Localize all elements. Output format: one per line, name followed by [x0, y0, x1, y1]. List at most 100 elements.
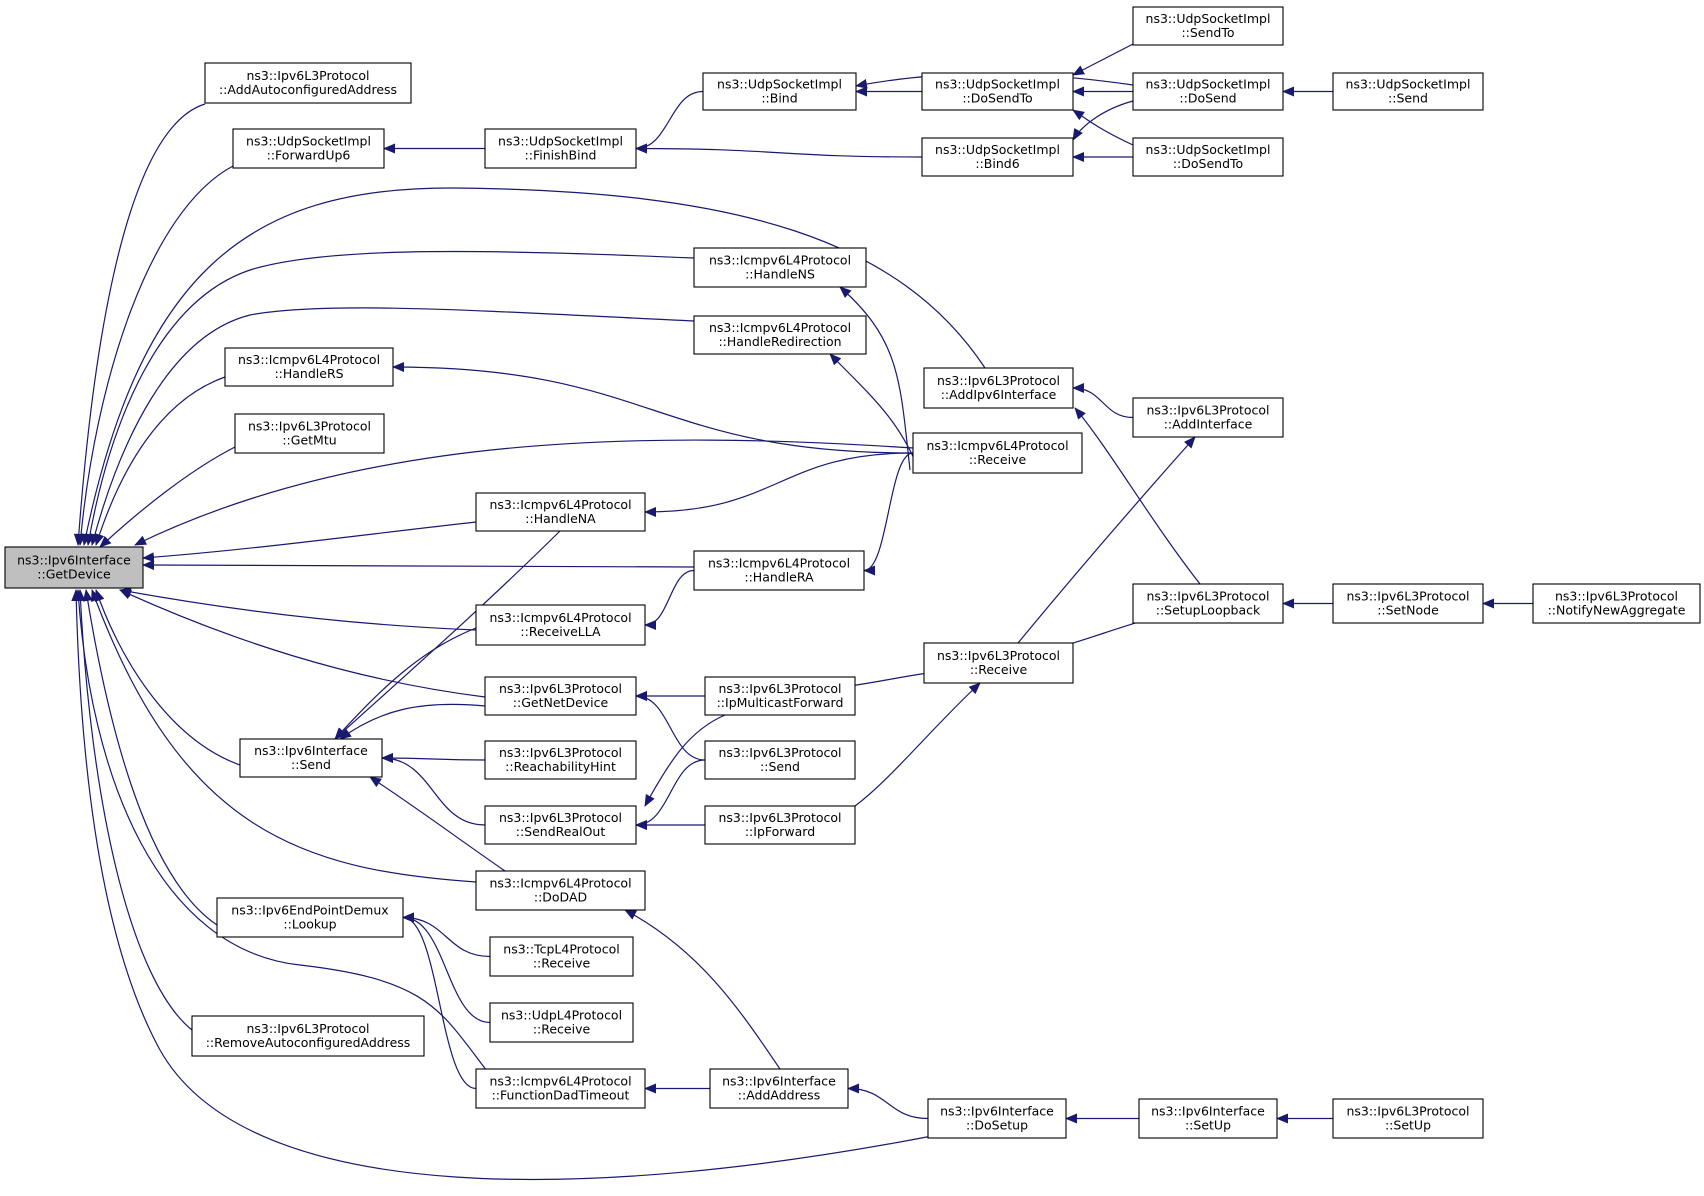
graph-node[interactable]: ns3::UdpSocketImpl::Bind — [702, 72, 857, 111]
graph-node[interactable]: ns3::Ipv6L3Protocol::AddAutoconfiguredAd… — [204, 62, 412, 104]
edge-n34-to-n33 — [402, 912, 491, 958]
node-method-label: ::HandleNA — [525, 511, 596, 526]
graph-node[interactable]: ns3::Ipv6L3Protocol::SendRealOut — [484, 805, 637, 845]
graph-node[interactable]: ns3::Ipv6L3Protocol::GetNetDevice — [484, 676, 637, 716]
node-class-label: ns3::Ipv6EndPointDemux — [231, 903, 388, 918]
node-class-label: ns3::UdpL4Protocol — [501, 1008, 622, 1023]
node-method-label: ::AddAddress — [738, 1088, 820, 1103]
edge-n35-to-n33 — [402, 912, 491, 1024]
node-box — [475, 604, 646, 646]
edge-n25-to-root — [119, 589, 486, 698]
graph-node[interactable]: ns3::Ipv6Interface::SetUp — [1138, 1098, 1278, 1139]
edge-n14-to-n13 — [1072, 383, 1134, 419]
node-method-label: ::SetNode — [1377, 603, 1439, 618]
node-class-label: ns3::Ipv6L3Protocol — [718, 745, 841, 760]
graph-node[interactable]: ns3::Ipv6L3Protocol::RemoveAutoconfigure… — [191, 1015, 425, 1057]
graph-node[interactable]: ns3::UdpSocketImpl::DoSendTo — [1132, 137, 1284, 177]
edge-n32-to-n27 — [369, 776, 506, 872]
graph-node[interactable]: ns3::Ipv6L3Protocol::Send — [704, 740, 856, 780]
node-method-label: ::GetNetDevice — [513, 695, 609, 710]
node-class-label: ns3::UdpSocketImpl — [246, 134, 371, 149]
node-box — [484, 676, 637, 716]
root-node[interactable]: ns3::Ipv6Interface::GetDevice — [4, 546, 144, 589]
node-class-label: ns3::UdpSocketImpl — [498, 134, 623, 149]
edge-n36-to-root — [75, 589, 193, 1031]
graph-node[interactable]: ns3::TcpL4Protocol::Receive — [489, 936, 634, 977]
graph-node[interactable]: ns3::Ipv6L3Protocol::SetNode — [1332, 583, 1484, 624]
edge-n37-to-root — [73, 589, 491, 1076]
node-class-label: ns3::Ipv6L3Protocol — [718, 810, 841, 825]
edge-n37-to-n33 — [402, 912, 477, 1090]
edge-n10-to-n5 — [1072, 109, 1134, 146]
graph-node[interactable]: ns3::UdpSocketImpl::DoSendTo — [921, 72, 1074, 111]
edge-n17-to-n15 — [392, 362, 914, 454]
node-method-label: ::AddIpv6Interface — [941, 387, 1057, 402]
node-box — [693, 247, 867, 288]
node-method-label: ::Receive — [969, 452, 1027, 467]
graph-node[interactable]: ns3::UdpSocketImpl::DoSend — [1132, 72, 1284, 111]
graph-node[interactable]: ns3::Ipv6L3Protocol::ReachabilityHint — [484, 740, 637, 780]
graph-node[interactable]: ns3::Ipv6Interface::DoSetup — [927, 1098, 1067, 1139]
node-class-label: ns3::Icmpv6L4Protocol — [238, 352, 380, 367]
graph-node[interactable]: ns3::Icmpv6L4Protocol::HandleRA — [693, 550, 865, 591]
graph-node[interactable]: ns3::UdpL4Protocol::Receive — [489, 1002, 634, 1043]
node-class-label: ns3::Icmpv6L4Protocol — [709, 320, 851, 335]
node-class-label: ns3::Icmpv6L4Protocol — [489, 876, 631, 891]
node-box — [1332, 583, 1484, 624]
edge-n16-to-root — [99, 446, 236, 548]
node-method-label: ::DoSendTo — [962, 91, 1032, 106]
graph-node[interactable]: ns3::UdpSocketImpl::FinishBind — [484, 128, 637, 169]
node-box — [239, 738, 383, 778]
node-method-label: ::FunctionDadTimeout — [492, 1088, 630, 1103]
graph-node[interactable]: ns3::Ipv6L3Protocol::AddInterface — [1132, 397, 1284, 438]
graph-node[interactable]: ns3::Icmpv6L4Protocol::ReceiveLLA — [475, 604, 646, 646]
graph-node[interactable]: ns3::Ipv6Interface::AddAddress — [709, 1068, 849, 1109]
graph-node[interactable]: ns3::Ipv6L3Protocol::GetMtu — [234, 413, 385, 454]
graph-node[interactable]: ns3::Icmpv6L4Protocol::DoDAD — [475, 870, 646, 911]
graph-node[interactable]: ns3::UdpSocketImpl::Bind6 — [921, 137, 1074, 177]
graph-node[interactable]: ns3::Ipv6L3Protocol::IpForward — [704, 805, 856, 845]
node-method-label: ::HandleNS — [745, 267, 815, 282]
graph-node[interactable]: ns3::Icmpv6L4Protocol::FunctionDadTimeou… — [475, 1068, 646, 1109]
node-method-label: ::SendTo — [1181, 25, 1234, 40]
nodes-layer: ns3::Ipv6Interface::GetDevicens3::Ipv6L3… — [4, 6, 1701, 1139]
node-class-label: ns3::Ipv6L3Protocol — [1346, 589, 1469, 604]
node-class-label: ns3::Ipv6L3Protocol — [1146, 589, 1269, 604]
graph-node[interactable]: ns3::Ipv6L3Protocol::SetUp — [1332, 1098, 1484, 1139]
node-box — [923, 642, 1074, 684]
graph-node[interactable]: ns3::Ipv6L3Protocol::Receive — [923, 642, 1074, 684]
graph-node[interactable]: ns3::Ipv6L3Protocol::NotifyNewAggregate — [1532, 583, 1701, 624]
node-box — [704, 740, 856, 780]
edge-n38-to-n32 — [624, 909, 781, 1070]
graph-node[interactable]: ns3::Icmpv6L4Protocol::Receive — [912, 432, 1083, 474]
node-class-label: ns3::Icmpv6L4Protocol — [489, 1074, 631, 1089]
node-method-label: ::Send — [760, 759, 800, 774]
node-method-label: ::IpForward — [745, 824, 815, 839]
graph-node[interactable]: ns3::Ipv6L3Protocol::SetupLoopback — [1132, 583, 1284, 624]
graph-node[interactable]: ns3::UdpSocketImpl::ForwardUp6 — [232, 128, 385, 169]
node-box — [704, 676, 856, 716]
graph-node[interactable]: ns3::UdpSocketImpl::Send — [1332, 72, 1484, 111]
node-method-label: ::GetDevice — [37, 567, 111, 582]
node-class-label: ns3::Ipv6L3Protocol — [1346, 1104, 1469, 1119]
node-box — [1132, 72, 1284, 111]
graph-node[interactable]: ns3::Ipv6Interface::Send — [239, 738, 383, 778]
graph-node[interactable]: ns3::Ipv6L3Protocol::IpMulticastForward — [704, 676, 856, 716]
node-box — [1132, 6, 1284, 46]
graph-node[interactable]: ns3::Icmpv6L4Protocol::HandleNS — [693, 247, 867, 288]
graph-node[interactable]: ns3::Icmpv6L4Protocol::HandleNA — [475, 492, 646, 532]
edge-n13-to-root — [81, 187, 986, 546]
graph-node[interactable]: ns3::Ipv6EndPointDemux::Lookup — [216, 897, 404, 938]
graph-node[interactable]: ns3::UdpSocketImpl::SendTo — [1132, 6, 1284, 46]
node-class-label: ns3::Icmpv6L4Protocol — [926, 438, 1068, 453]
edge-n21-to-n13 — [1074, 407, 1201, 585]
graph-node[interactable]: ns3::Icmpv6L4Protocol::HandleRS — [224, 347, 394, 387]
node-method-label: ::AddAutoconfiguredAddress — [219, 82, 397, 97]
graph-node[interactable]: ns3::Icmpv6L4Protocol::HandleRedirection — [693, 315, 867, 355]
graph-node[interactable]: ns3::Ipv6L3Protocol::AddIpv6Interface — [923, 367, 1074, 409]
node-class-label: ns3::Icmpv6L4Protocol — [489, 610, 631, 625]
node-box — [191, 1015, 425, 1057]
edge-n30-to-n27 — [381, 753, 486, 826]
node-box — [475, 1068, 646, 1109]
node-box — [1138, 1098, 1278, 1139]
